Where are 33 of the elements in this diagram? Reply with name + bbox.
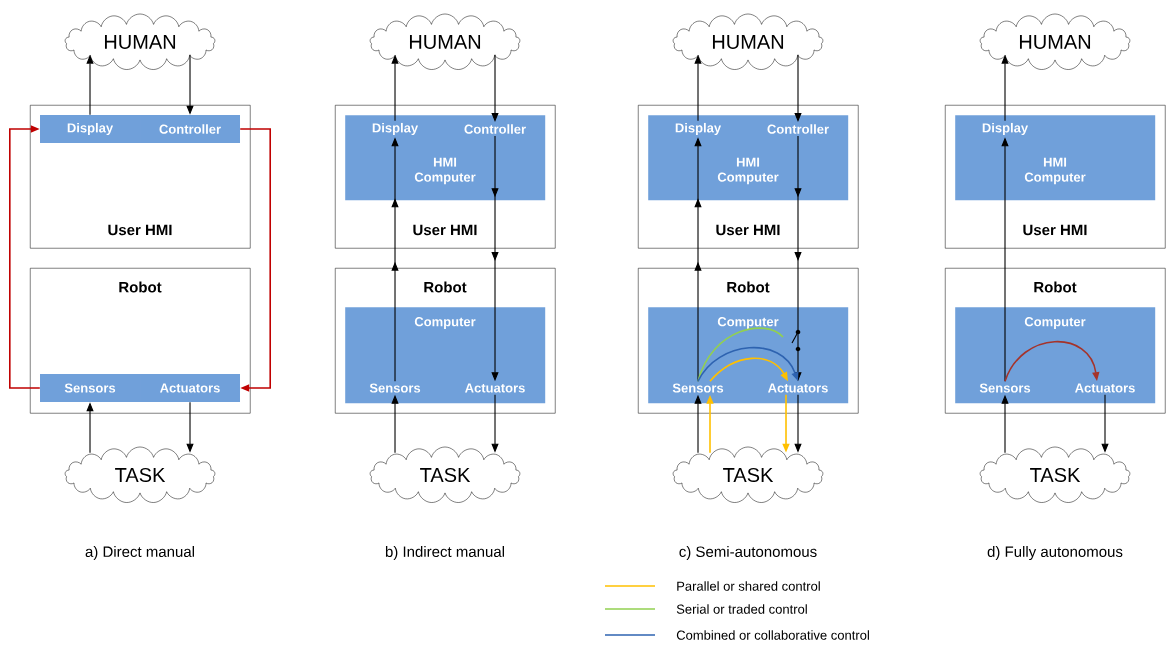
component-label: Controller: [464, 124, 526, 134]
component-box: Sensors: [40, 374, 140, 402]
caption: d) Fully autonomous: [987, 546, 1123, 560]
component-label: Actuators: [768, 383, 828, 393]
node-label: Sensors: [64, 383, 116, 393]
legend-label: Serial or traded control: [676, 604, 807, 614]
arrow: [239, 128, 271, 392]
component-label: Display: [372, 122, 419, 136]
component-label: Actuators: [465, 383, 525, 393]
component-label: Display: [675, 122, 722, 136]
arrow: [9, 125, 41, 389]
component-label: Actuators: [1075, 383, 1135, 393]
component-box: Controller: [140, 115, 240, 143]
component-label: Sensors: [979, 383, 1031, 393]
component-label: Sensors: [672, 383, 724, 393]
node-label: Actuators: [160, 383, 220, 393]
arrow: [794, 54, 802, 122]
arrow: [697, 347, 799, 382]
legend-label: Parallel or shared control: [677, 581, 820, 591]
legend-label: Combined or collaborative control: [676, 630, 869, 640]
component-label: Controller: [767, 124, 829, 134]
arrow: [1004, 340, 1100, 382]
component-label: Display: [982, 122, 1029, 136]
arrow: [709, 357, 788, 382]
component-box: Actuators: [140, 374, 240, 402]
caption: a) Direct manual: [85, 546, 194, 560]
component-box: Display: [40, 115, 140, 143]
node-label: Controller: [159, 124, 221, 134]
caption: c) Semi-autonomous: [679, 546, 817, 560]
node-label: Display: [67, 122, 114, 136]
arrow: [491, 54, 499, 122]
component-label: Sensors: [369, 383, 421, 393]
caption: b) Indirect manual: [385, 546, 504, 560]
